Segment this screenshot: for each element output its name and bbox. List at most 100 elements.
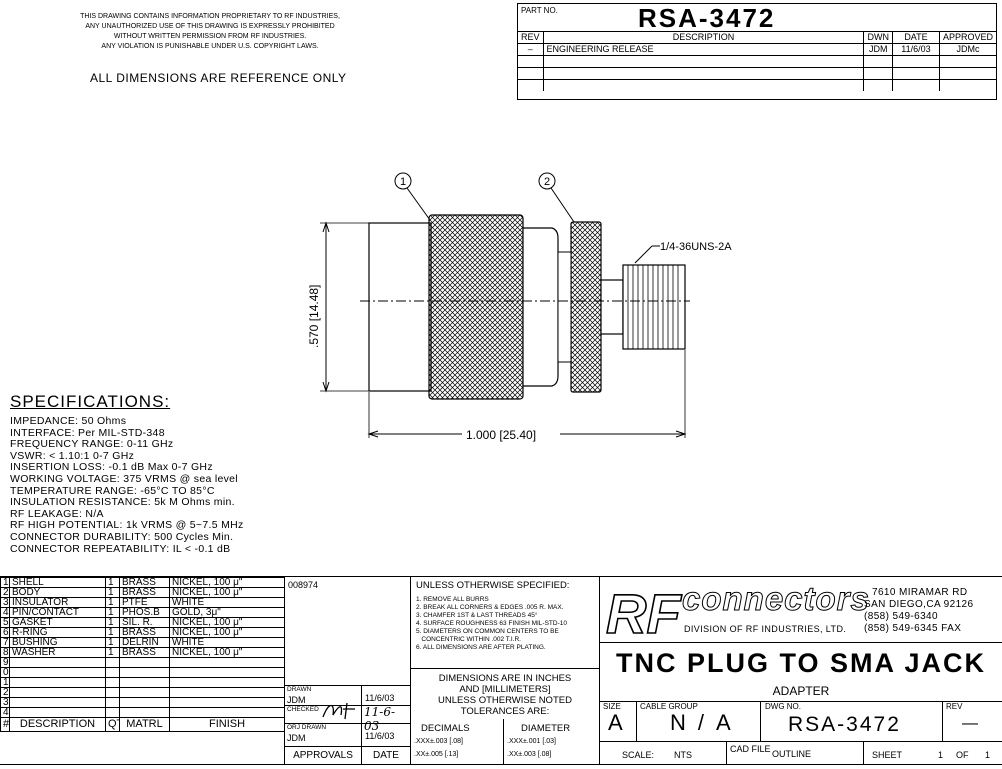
scale-value: NTS (674, 750, 692, 760)
bom-matl-cell (119, 667, 170, 678)
bom-desc-cell: PIN/CONTACT (9, 607, 106, 618)
bom-qty-cell: 1 (105, 617, 120, 628)
part-number: RSA-3472 (638, 3, 776, 33)
knurled-coupling-nut (428, 214, 524, 400)
svg-text:RF: RF (606, 583, 682, 641)
address-line: SAN DIEGO,CA 92126 (864, 599, 974, 610)
bom-n-cell: 5 (0, 617, 10, 628)
bom-matl-cell (119, 677, 170, 688)
height-dimension: .570 [14.48] (307, 285, 321, 348)
dimensions-note: AND [MILLIMETERS] (459, 684, 551, 695)
sheet-number: 1 (938, 750, 944, 760)
spec-line: TEMPERATURE RANGE: -65°C TO 85°C (10, 484, 215, 497)
bom-finish-cell: NICKEL, 100 μ" (169, 577, 285, 588)
balloon-1: 1 (394, 172, 431, 221)
approvals-block: 008974 DRAWN JDM 11/6/03 CHECKED 11-6-03… (285, 577, 410, 764)
diameter-tolerance: .XXX±.001 [.03] (507, 738, 556, 745)
description-header: DESCRIPTION (542, 31, 865, 44)
spec-line: RF LEAKAGE: N/A (10, 507, 104, 520)
bom-qty-cell: QTY (105, 717, 120, 732)
table-row (518, 67, 996, 80)
bom-matl-cell: BRASS (119, 587, 170, 598)
balloon-2: 2 (538, 172, 575, 223)
dwg-no-label: DWG NO. (765, 702, 801, 711)
of-label: OF (956, 750, 969, 760)
dwn-header: DWN (863, 31, 893, 44)
checked-label: CHECKED (287, 706, 319, 713)
scale-label: SCALE: (622, 750, 655, 760)
bom-matl-cell (119, 657, 170, 668)
bom-desc-cell: R-RING (9, 627, 106, 638)
rev-label: REV (946, 702, 963, 711)
bom-finish-cell (169, 697, 285, 708)
diameter-label: DIAMETER (521, 723, 571, 734)
table-row: – ENGINEERING RELEASE JDM 11/6/03 JDMc (518, 43, 996, 56)
bom-finish-cell (169, 667, 285, 678)
spec-line: WORKING VOLTAGE: 375 VRMS @ sea level (10, 472, 238, 485)
bom-desc-cell: BUSHING (9, 637, 106, 648)
connector-drawing: 1 2 1/4-36UNS-2A .570 [14.48] 1.000 [25. (307, 172, 732, 442)
bom-qty-cell: 1 (105, 637, 120, 648)
bom-matl-cell: SIL. R. (119, 617, 170, 628)
sheet-label: SHEET (872, 750, 903, 760)
bom-finish-cell: GOLD, 3μ" (169, 607, 285, 618)
bom-n-cell: 3 (0, 597, 10, 608)
bom-desc-cell (9, 697, 106, 708)
bom-n-cell: # (0, 717, 10, 732)
bom-qty-cell (105, 707, 120, 718)
title-block: RF connectors DIVISION OF RF INDUSTRIES,… (600, 577, 1002, 764)
bom-matl-cell: BRASS (119, 577, 170, 588)
dwn-cell: JDM (863, 43, 893, 56)
description-cell: ENGINEERING RELEASE (542, 43, 865, 56)
specifications-title: SPECIFICATIONS: (10, 392, 171, 411)
bom-matl-cell (119, 707, 170, 718)
bom-finish-cell (169, 677, 285, 688)
body-section (522, 227, 559, 387)
bom-n-cell: 1 (0, 577, 10, 588)
spec-line: FREQUENCY RANGE: 0-11 GHz (10, 438, 174, 451)
reference-number: 008974 (288, 580, 319, 590)
bom-desc-cell (9, 707, 106, 718)
drawn-date: 11/6/03 (365, 693, 395, 703)
spec-line: CONNECTOR REPEATABILITY: IL < -0.1 dB (10, 542, 231, 555)
tolerance-note: UNLESS OTHERWISE NOTED (438, 695, 572, 706)
bom-desc-cell (9, 677, 106, 688)
table-row: 0 (0, 667, 285, 678)
note-item: 3. CHAMFER 1ST & LAST THREADS 45° (416, 612, 538, 619)
spec-line: IMPEDANCE: 50 Ohms (10, 415, 127, 427)
checked-date: 11-6-03 (364, 705, 396, 733)
proprietary-notice: THIS DRAWING CONTAINS INFORMATION PROPRI… (30, 12, 390, 52)
thread-callout: 1/4-36UNS-2A (660, 241, 732, 253)
length-dimension: 1.000 [25.40] (466, 428, 536, 442)
approvals-footer: APPROVALS (293, 750, 353, 761)
drawing-subtitle: ADAPTER (772, 684, 830, 698)
bom-n-cell: 3 (0, 697, 10, 708)
fax: (858) 549-6345 FAX (864, 623, 962, 634)
bom-n-cell: 8 (0, 647, 10, 658)
bom-desc-cell: WASHER (9, 647, 106, 658)
table-row: 9 (0, 657, 285, 668)
bom-qty-cell: 1 (105, 577, 120, 588)
bom-finish-cell (169, 707, 285, 718)
bom-qty-cell: 1 (105, 627, 120, 638)
checker-signature (322, 702, 355, 720)
revision-table: REV DESCRIPTION DWN DATE APPROVED – ENGI… (518, 31, 996, 91)
size-value: A (608, 710, 623, 735)
orj-drawn-by: JDM (287, 733, 306, 743)
table-row: 1 (0, 677, 285, 688)
dimensions-note: DIMENSIONS ARE IN INCHES (438, 673, 572, 684)
reference-note: ALL DIMENSIONS ARE REFERENCE ONLY (90, 71, 347, 85)
shell-body (368, 222, 432, 392)
general-notes: UNLESS OTHERWISE SPECIFIED: 1. REMOVE AL… (411, 577, 599, 764)
table-row: 3 (0, 697, 285, 708)
bom-footer-row: #DESCRIPTIONQTYMATRLFINISH (0, 717, 285, 732)
orj-drawn-label: ORJ DRAWN (287, 724, 327, 731)
bom-finish-cell (169, 687, 285, 698)
bom-qty-cell (105, 687, 120, 698)
bom-n-cell: 4 (0, 707, 10, 718)
date-footer: DATE (373, 750, 399, 761)
